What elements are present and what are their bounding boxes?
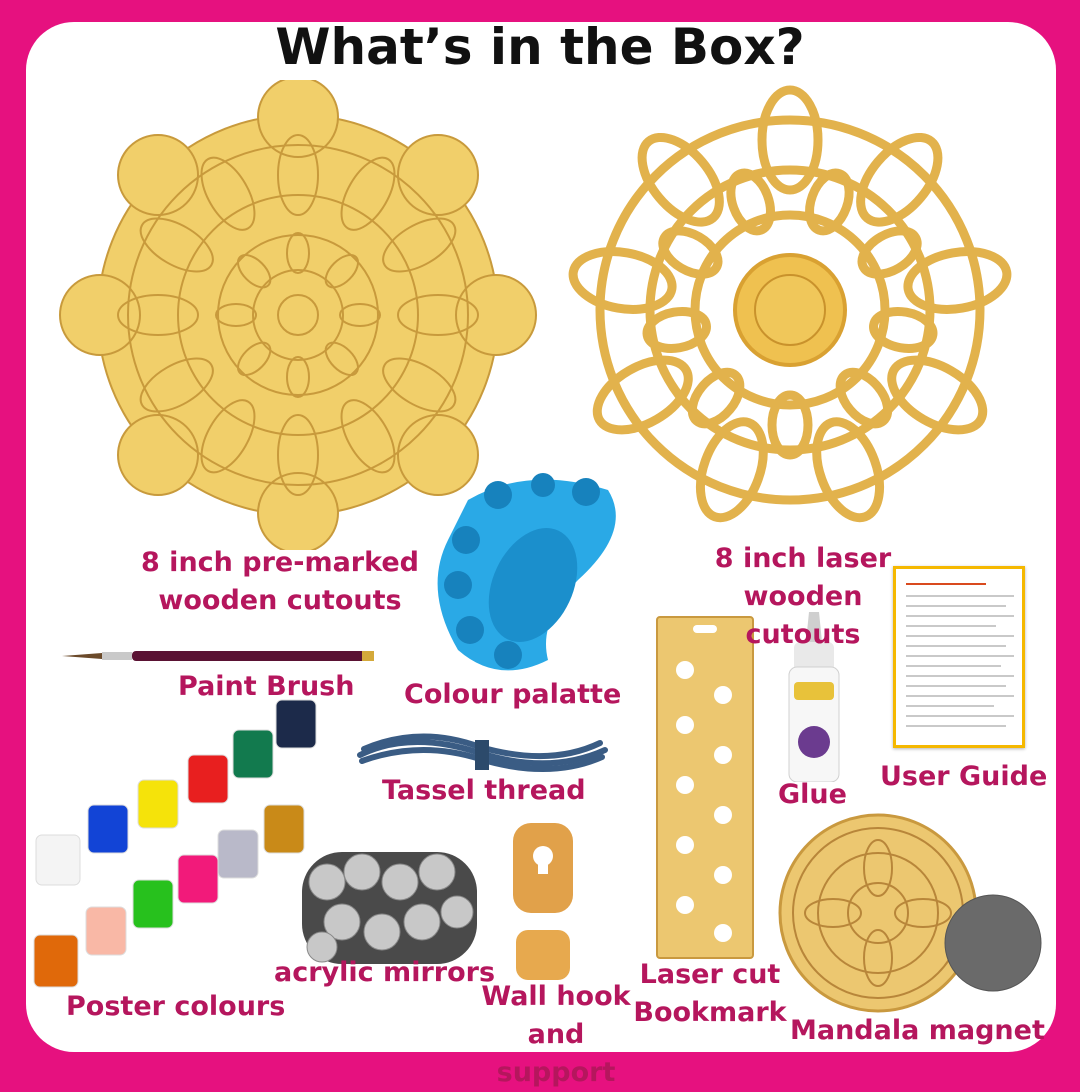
page-title: What’s in the Box? — [275, 18, 805, 76]
glue-bottle-image — [788, 612, 840, 782]
label-colour-palette: Colour palatte — [404, 679, 622, 710]
wall-hook-image — [513, 823, 573, 980]
premarked-mandala-image — [59, 80, 537, 550]
user-guide-image — [893, 566, 1025, 748]
label-acrylic-mirrors: acrylic mirrors — [274, 957, 496, 988]
label-wall-hook: Wall hook and support — [481, 981, 631, 1088]
label-glue: Glue — [778, 779, 847, 810]
label-user-guide: User Guide — [880, 761, 1048, 792]
laser-bookmark-image — [656, 616, 754, 959]
tassel-thread-image — [357, 733, 608, 772]
colour-palette-image — [437, 473, 616, 671]
label-paint-brush: Paint Brush — [178, 671, 355, 702]
label-premarked-cutouts: 8 inch pre-marked wooden cutouts — [141, 547, 419, 616]
acrylic-mirrors-image — [302, 852, 477, 964]
label-laser-cutouts: 8 inch laser wooden cutouts — [714, 543, 892, 650]
laser-mandala-image — [568, 85, 1012, 523]
label-bookmark: Laser cut Bookmark — [633, 959, 787, 1028]
mandala-magnet-image — [778, 813, 1042, 1013]
label-mandala-magnet: Mandala magnet — [790, 1015, 1045, 1046]
poster-colours-image — [33, 699, 317, 988]
paint-brush-image — [62, 651, 374, 661]
label-poster-colours: Poster colours — [66, 991, 286, 1022]
label-tassel-thread: Tassel thread — [382, 775, 586, 806]
